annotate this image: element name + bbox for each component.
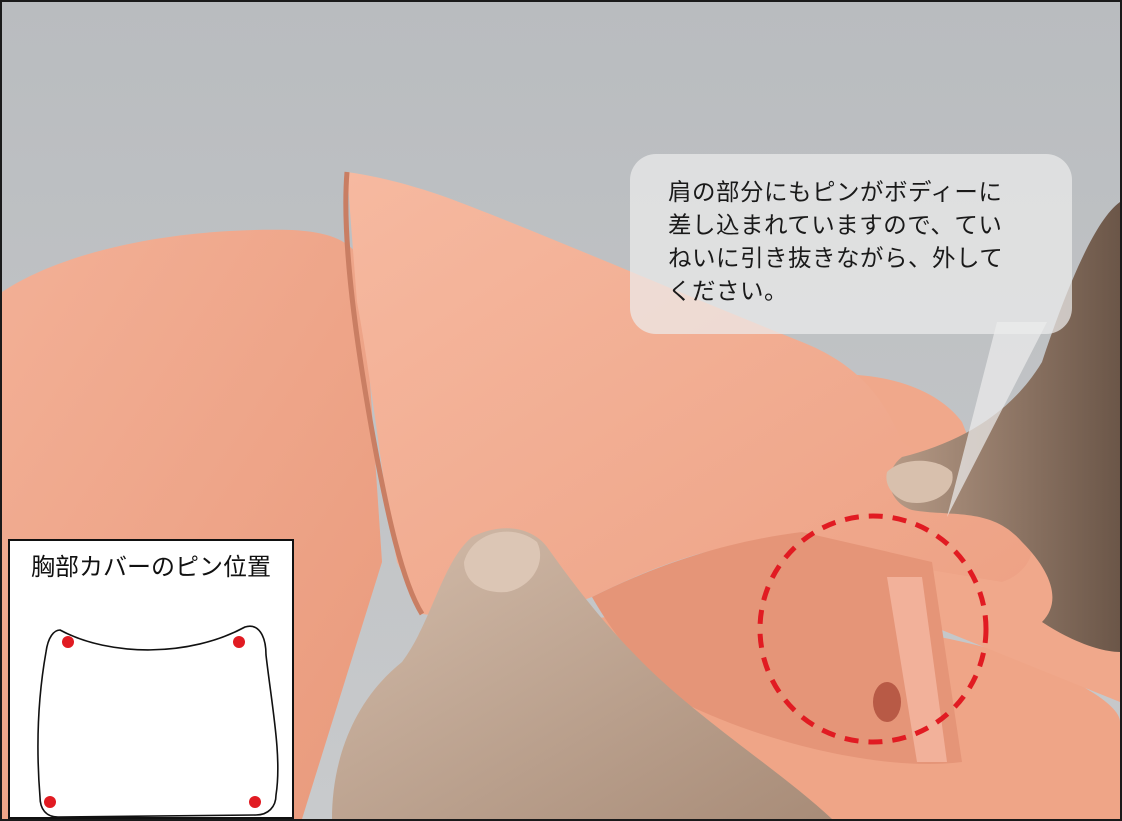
- inset-title: 胸部カバーのピン位置: [31, 553, 271, 581]
- pin-dot-top-left: [62, 636, 74, 648]
- left-hand: [332, 528, 832, 819]
- callout-line: 差し込まれていますので、てい: [668, 211, 1003, 239]
- callout-bubble: 肩の部分にもピンがボディーに 差し込まれていますので、てい ねいに引き抜きながら…: [630, 154, 1072, 334]
- pin-hole: [873, 682, 901, 722]
- chest-cover-edge: [343, 171, 425, 616]
- cover-outline-diagram: [37, 625, 279, 817]
- pin-dot-bottom-left: [44, 796, 56, 808]
- cover-underside: [592, 532, 962, 764]
- chest-cover: [347, 172, 1033, 618]
- cover-outline: [37, 625, 279, 817]
- pin-position-inset: 胸部カバーのピン位置: [8, 539, 294, 819]
- right-thumbnail: [886, 460, 953, 503]
- highlight-circle: [757, 513, 989, 745]
- callout-line: ねいに引き抜きながら、外して: [668, 244, 1004, 272]
- pin: [887, 577, 947, 762]
- pin-dot-top-right: [233, 636, 245, 648]
- left-thumb: [464, 531, 541, 593]
- callout-line: ください。: [668, 277, 788, 305]
- callout-line: 肩の部分にもピンがボディーに: [668, 178, 1003, 206]
- callout-pointer: [947, 322, 1047, 517]
- pin-dot-bottom-right: [249, 796, 261, 808]
